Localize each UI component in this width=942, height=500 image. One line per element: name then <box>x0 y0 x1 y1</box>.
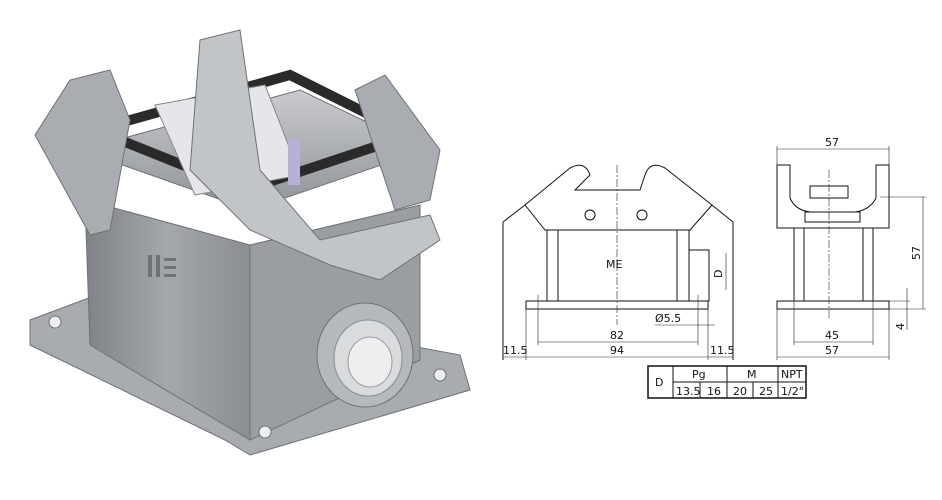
side-base-plate <box>776 300 890 310</box>
side-view: 57 45 57 57 4 <box>776 136 926 360</box>
dim-base-thickness: 4 <box>894 323 907 330</box>
table-cell: 13.5 <box>676 385 701 398</box>
cable-entry-inner <box>347 336 393 388</box>
table-group-m: M <box>747 368 757 381</box>
dim-overall-length: 94 <box>610 344 624 357</box>
table-group-npt: NPT <box>781 368 803 381</box>
table-cell: 25 <box>759 385 773 398</box>
mount-hole <box>433 368 447 382</box>
table-cell: 1/2" <box>781 385 804 398</box>
dim-base-width: 57 <box>825 344 839 357</box>
cable-entry-outline <box>688 249 710 302</box>
insert-accent <box>288 140 300 185</box>
front-view: ME 82 94 11.5 11.5 Ø5.5 D <box>502 164 735 360</box>
locking-lever-right <box>354 74 441 211</box>
dim-right-offset: 11.5 <box>710 344 735 357</box>
locking-lever-left <box>34 69 131 236</box>
locking-lever-front <box>189 29 441 281</box>
table-cell: 20 <box>733 385 747 398</box>
dim-top-width: 57 <box>825 136 839 149</box>
dim-left-offset: 11.5 <box>503 344 528 357</box>
housing-3d-render <box>29 29 471 456</box>
dim-entry-d: D <box>712 270 725 278</box>
dim-hole-spacing: 82 <box>610 329 624 342</box>
table-cell: 16 <box>707 385 721 398</box>
side-hood-outline <box>776 164 890 229</box>
hood-outline <box>502 164 734 360</box>
mount-hole <box>48 315 62 329</box>
dim-height: 57 <box>910 246 923 260</box>
table-row-header: D <box>655 376 663 389</box>
entry-size-table: D Pg M NPT 13.5 16 20 25 1/2" <box>647 365 807 399</box>
dim-hole-spacing-side: 45 <box>825 329 839 342</box>
mount-hole <box>258 425 272 439</box>
table-group-pg: Pg <box>692 368 706 381</box>
dim-hole-diameter: Ø5.5 <box>655 312 681 325</box>
logo-text: ME <box>606 258 622 271</box>
logo-mark <box>148 255 176 277</box>
